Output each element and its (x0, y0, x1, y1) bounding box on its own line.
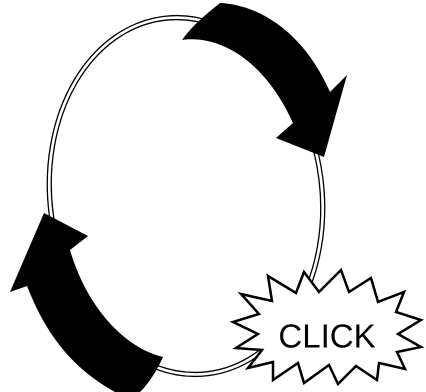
top-arrow-icon (182, 3, 347, 157)
click-burst[interactable]: CLICK (233, 270, 421, 384)
click-label: CLICK (278, 318, 375, 355)
bottom-arrow-icon (10, 213, 163, 392)
